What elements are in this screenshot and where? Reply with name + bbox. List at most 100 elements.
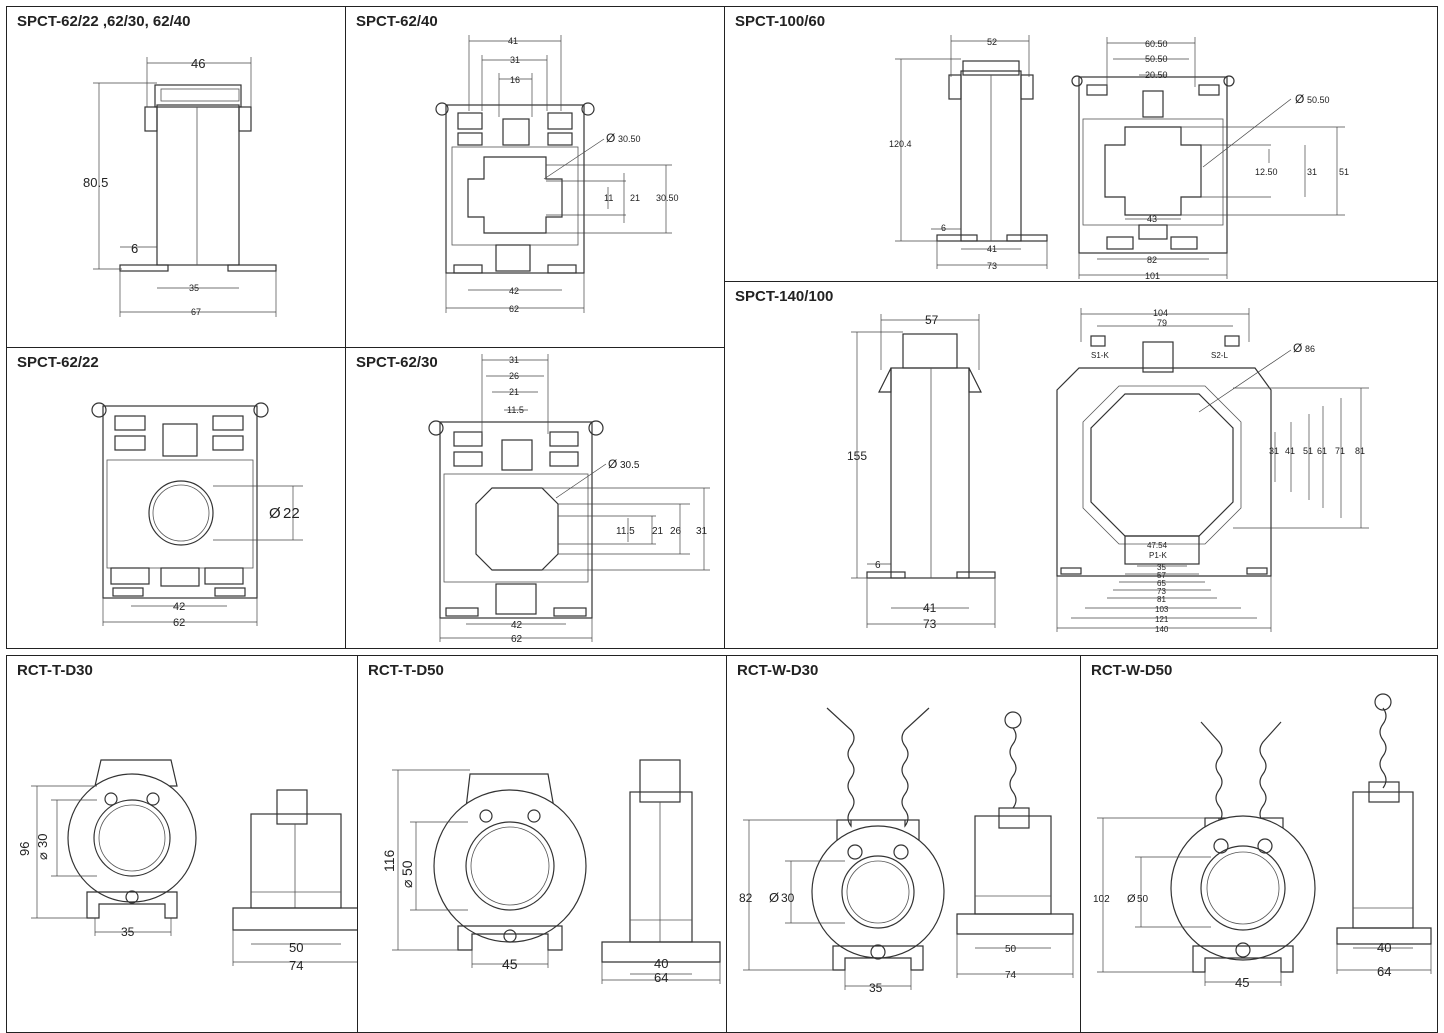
side-view-drawing: 46 80.5 6 35 67 xyxy=(83,56,277,317)
panel-spct-62-series: SPCT-62/22 ,62/30, 62/40 46 80.5 6 35 xyxy=(6,6,347,349)
dim-label: 12.50 xyxy=(1255,167,1278,177)
dim-label: 21 xyxy=(652,526,664,537)
dim-label: 50.50 xyxy=(1145,54,1168,64)
dim-label: 31 xyxy=(1307,167,1317,177)
dim-label: 40 xyxy=(1377,940,1391,955)
dim-label: 41 xyxy=(1285,446,1295,456)
dim-label: 11 xyxy=(604,193,613,203)
dim-label: 35 xyxy=(189,283,199,293)
dim-label: 82 xyxy=(739,891,753,905)
dim-label: 41 xyxy=(987,244,997,254)
dim-label: 64 xyxy=(654,970,668,985)
panel-rct-w-d50: RCT-W-D50 102 Ø 50 45 xyxy=(1080,655,1438,1033)
front-view-drawing: 31 26 21 11.5 Ø 30.5 11.5 21 26 31 xyxy=(428,354,710,645)
dia-symbol: Ø xyxy=(269,505,281,522)
dim-label: 6 xyxy=(875,560,881,571)
dim-label: 45 xyxy=(502,956,518,972)
dim-label: 96 xyxy=(17,842,32,856)
dim-label: 31 xyxy=(696,526,708,537)
dim-label: 57 xyxy=(925,313,939,327)
panel-spct-62-40: SPCT-62/40 41 31 xyxy=(345,6,726,349)
dim-label: 155 xyxy=(847,449,867,463)
dia-symbol: Ø xyxy=(608,457,617,471)
front-and-side-drawing: 102 Ø 50 45 40 64 xyxy=(1093,693,1432,990)
dim-label: 101 xyxy=(1145,271,1160,281)
dim-label: 22 xyxy=(283,505,300,522)
dim-label: 50 xyxy=(289,940,303,955)
dim-label: 26 xyxy=(509,371,519,381)
terminal-label: S1-K xyxy=(1091,351,1109,360)
dim-label: 120.4 xyxy=(889,139,912,149)
dim-label: 42 xyxy=(511,620,523,631)
panel-rct-w-d30: RCT-W-D30 82 Ø 30 35 xyxy=(726,655,1082,1033)
dim-label: 31 xyxy=(510,55,520,65)
dim-label: 73 xyxy=(1157,587,1166,596)
front-and-side-drawing: 82 Ø 30 35 50 74 xyxy=(739,707,1074,995)
dia-symbol: Ø xyxy=(1295,92,1304,106)
dim-label: ⌀ xyxy=(399,880,415,888)
panel-title: RCT-W-D30 xyxy=(737,662,819,679)
dim-label: 40 xyxy=(654,956,668,971)
side-and-front-drawing: 57 155 6 41 73 104 xyxy=(847,308,1369,634)
panel-title: SPCT-62/30 xyxy=(356,354,438,371)
dia-symbol: Ø xyxy=(606,131,615,145)
dim-label: 60.50 xyxy=(1145,39,1168,49)
dim-label: 86 xyxy=(1305,344,1315,354)
dim-label: 35 xyxy=(1157,563,1166,572)
dim-label: 46 xyxy=(191,56,205,71)
dim-label: 31 xyxy=(1269,446,1279,456)
dim-label: 79 xyxy=(1157,318,1167,328)
dim-label: 62 xyxy=(173,617,185,629)
dim-label: 62 xyxy=(509,304,519,314)
panel-spct-62-22: SPCT-62/22 Ø 22 42 xyxy=(6,347,347,649)
dim-label: 16 xyxy=(510,75,520,85)
dim-label: 35 xyxy=(121,925,135,939)
dim-label: 6 xyxy=(131,241,138,256)
dim-label: 102 xyxy=(1093,894,1110,905)
dim-label: 35 xyxy=(869,981,883,995)
front-and-side-drawing: 96 ⌀ 30 35 50 74 xyxy=(17,759,358,973)
panel-title: SPCT-62/40 xyxy=(356,13,438,30)
dim-label: 61 xyxy=(1317,446,1327,456)
dim-label: 62 xyxy=(511,634,523,645)
dim-label: 41 xyxy=(923,601,937,615)
panel-title: RCT-T-D50 xyxy=(368,662,444,679)
dim-label: 73 xyxy=(987,261,997,271)
dim-label: 52 xyxy=(987,37,997,47)
dia-symbol: Ø xyxy=(769,890,779,905)
dim-label: 104 xyxy=(1153,308,1168,318)
dim-label: 30 xyxy=(781,891,795,905)
dim-label: 47.54 xyxy=(1147,541,1168,550)
dia-symbol: Ø xyxy=(1293,341,1302,355)
panel-title: SPCT-62/22 xyxy=(17,354,99,371)
dim-label: 71 xyxy=(1335,446,1345,456)
dim-label: 57 xyxy=(1157,571,1166,580)
panel-spct-62-30: SPCT-62/30 31 26 21 11.5 xyxy=(345,347,726,649)
panel-rct-t-d30: RCT-T-D30 96 ⌀ 30 35 xyxy=(6,655,359,1033)
dim-label: 121 xyxy=(1155,615,1169,624)
dim-label: 43 xyxy=(1147,214,1157,224)
dim-label: 80.5 xyxy=(83,175,108,190)
dim-label: 51 xyxy=(1303,446,1313,456)
dim-label: 21 xyxy=(509,387,519,397)
dim-label: 103 xyxy=(1155,605,1169,614)
dim-label: 50 xyxy=(1137,894,1149,905)
dim-label: 30.50 xyxy=(618,134,641,144)
dim-label: 11.5 xyxy=(507,405,524,415)
dim-label: 30.5 xyxy=(620,460,640,471)
front-view-drawing: Ø 22 42 62 xyxy=(91,402,303,629)
dim-label: 30.50 xyxy=(656,193,679,203)
side-and-front-drawing: 52 120.4 6 41 73 xyxy=(889,35,1349,281)
terminal-label: P1-K xyxy=(1149,551,1167,560)
panel-title: SPCT-140/100 xyxy=(735,288,834,305)
panel-title: SPCT-100/60 xyxy=(735,13,826,30)
dim-label: 81 xyxy=(1355,446,1365,456)
front-and-side-drawing: 116 ⌀ 50 45 40 64 xyxy=(381,759,721,985)
dim-label: 41 xyxy=(508,36,518,46)
dim-label: 42 xyxy=(173,601,185,613)
terminal-label: S2-L xyxy=(1211,351,1228,360)
dim-label: 51 xyxy=(1339,167,1349,177)
dim-label: 50.50 xyxy=(1307,95,1330,105)
dim-label: 21 xyxy=(630,193,640,203)
